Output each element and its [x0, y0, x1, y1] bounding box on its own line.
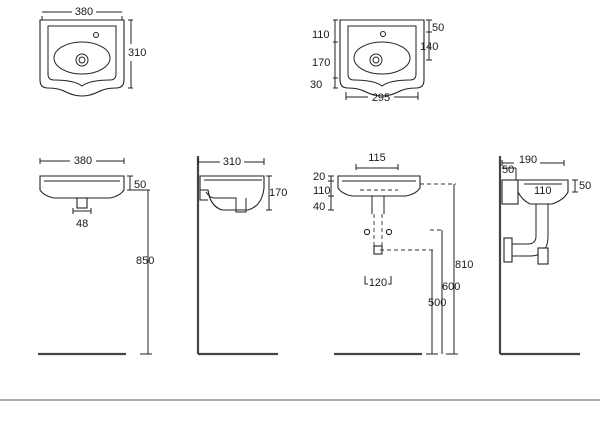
dim-40: 40: [313, 201, 325, 213]
basin-front-2: [337, 175, 421, 197]
dim-50-right: 50: [432, 22, 444, 34]
basin-side-2: [517, 179, 569, 205]
dim-floor-500: 500: [428, 297, 446, 309]
dim-wall-50: 50: [502, 164, 514, 176]
dim-rim-50: 50: [134, 179, 146, 191]
dim-30-left: 30: [310, 79, 322, 91]
side-view-1: 310 170: [196, 156, 287, 356]
dim-110: 110: [313, 185, 331, 197]
dim-rim-50-side: 50: [579, 180, 591, 192]
dim-depth-190: 190: [519, 154, 537, 166]
dim-depth-310-side: 310: [223, 156, 241, 168]
basin-front-1: [39, 175, 125, 199]
dim-depth-310-top: 310: [128, 47, 146, 59]
basin-side-1: [199, 175, 265, 211]
dim-170-left: 170: [312, 57, 330, 69]
dim-body-110: 110: [534, 185, 552, 197]
side-view-2: 190 50 110 50: [498, 154, 591, 356]
dim-outlet-48: 48: [76, 218, 88, 230]
dim-140-right: 140: [420, 41, 438, 53]
dim-width-380-top: 380: [75, 6, 93, 18]
top-view-2: 110 170 30 50 140 295: [310, 19, 444, 104]
basin-outline-top-1: [39, 19, 125, 97]
top-view-1: 380 310: [39, 6, 146, 97]
front-view-2: 115 120 20 110 40 810 600 500: [313, 152, 473, 356]
dim-width-380-front: 380: [74, 155, 92, 167]
front-view-1: 380 48 50 850: [38, 155, 154, 356]
dim-width-115: 115: [368, 152, 386, 164]
dim-floor-810: 810: [455, 259, 473, 271]
dim-20: 20: [313, 171, 325, 183]
dim-floor-850: 850: [136, 255, 154, 267]
dim-295-bottom: 295: [372, 92, 390, 104]
dim-floor-600: 600: [442, 281, 460, 293]
dim-110-left: 110: [312, 29, 330, 41]
dim-height-170-side: 170: [269, 187, 287, 199]
dim-fixing-120: 120: [369, 277, 387, 289]
